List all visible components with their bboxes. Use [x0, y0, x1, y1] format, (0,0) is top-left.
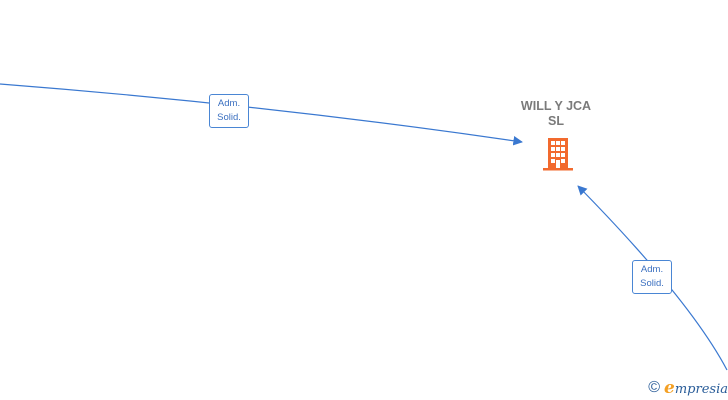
edge-label-line2: Solid. — [217, 112, 241, 123]
company-name-line1: WILL Y JCA — [520, 99, 592, 113]
brand-initial: e — [664, 378, 675, 398]
copyright-icon: © — [648, 379, 661, 396]
company-name-line2: SL — [548, 114, 564, 128]
brand-rest: mpresia — [674, 382, 728, 397]
edge-label-line2: Solid. — [640, 278, 664, 289]
building-icon[interactable] — [541, 136, 575, 172]
brand-logo[interactable]: empresia — [664, 378, 728, 398]
company-name[interactable]: WILL Y JCA SL — [505, 99, 607, 129]
edge-label-line1: Adm. — [217, 98, 241, 109]
edge-label-line1: Adm. — [640, 264, 664, 275]
footer-brand: © empresia — [648, 378, 728, 398]
edge-line-1[interactable] — [0, 83, 523, 146]
edge-label-adm-solid-2[interactable]: Adm. Solid. — [632, 260, 672, 294]
edge-label-adm-solid-1[interactable]: Adm. Solid. — [209, 94, 249, 128]
